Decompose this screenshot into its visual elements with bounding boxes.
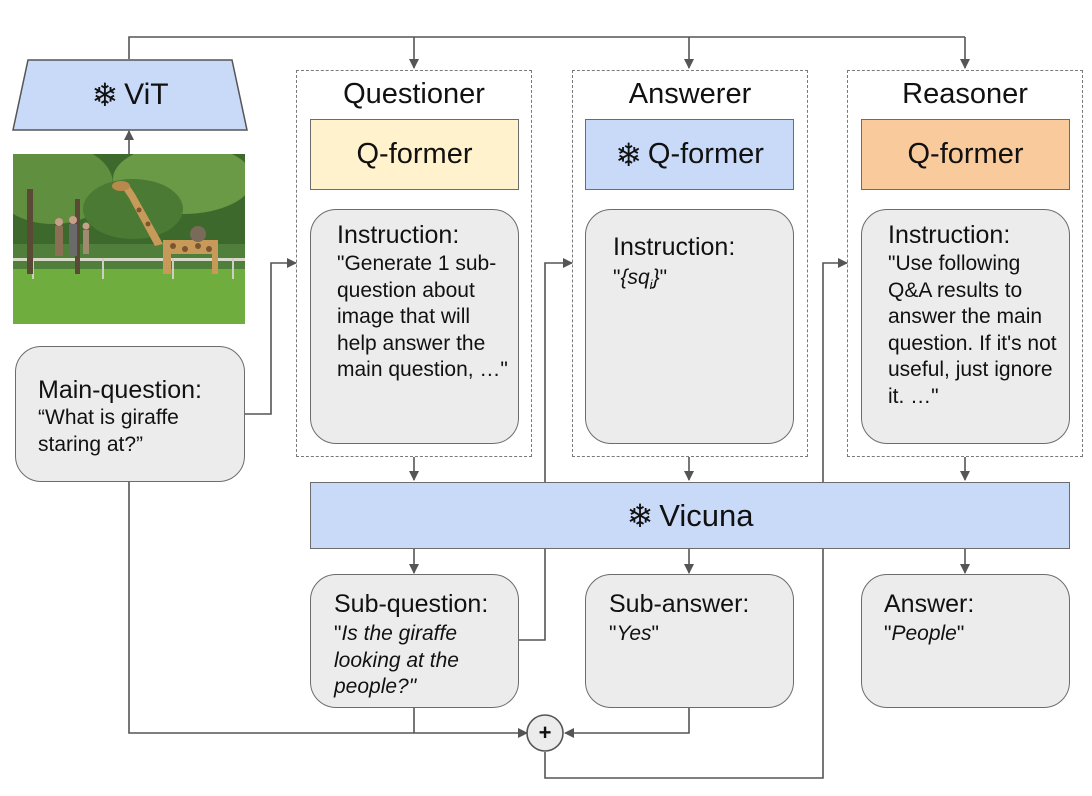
instruction-variable: {sq [620,266,650,289]
quote-open: " [613,266,621,289]
snowflake-icon: ❄ [91,77,119,113]
quote-open: " [884,622,892,645]
arrow-mainq-to-questioner [245,258,297,415]
answer-value: People [891,622,957,645]
answerer-instruction-title: Instruction: [613,233,736,261]
quote-close: " [659,266,668,289]
answerer-qformer-label: Q-former [647,138,764,170]
vicuna-label: Vicuna [659,497,754,533]
reasoner-title: Reasoner [902,78,1028,110]
questioner-qformer: Q-former [310,119,519,190]
sum-node-label: + [538,720,552,745]
vit-block [12,59,248,131]
quote-open: " [334,622,342,645]
reasoner-module [847,70,1083,457]
instruction-variable-subscript: i [649,277,653,293]
answerer-title: Answerer [628,78,752,110]
vit-label: ViT [124,78,169,111]
vit-label-wrap: ❄ ViT [12,59,248,131]
arrow-subq-to-answerer [519,258,573,641]
answerer-module [572,70,808,457]
answerer-instruction-card: Instruction: "{sqi}" [585,209,794,444]
main-question-title: Main-question: [38,376,202,404]
quote-close: " [956,622,965,645]
answer-title: Answer: [884,590,975,618]
sub-question-value: Is the giraffe looking at the people? [334,622,459,698]
quote-open: " [609,622,617,645]
sum-node-circle [526,714,564,752]
arrow-mainq-to-sum [128,482,528,738]
sub-question-text: "Is the giraffe looking at the people?" [334,621,504,701]
sub-question-title: Sub-question: [334,590,489,618]
instruction-brace-close: } [652,266,660,289]
sub-question-card: Sub-question: "Is the giraffe looking at… [310,574,519,708]
arrow-suba-to-sum [564,708,690,738]
main-question-text: “What is giraffe staring at?” [38,406,179,456]
vit-output-line [128,36,965,59]
snowflake-icon: ❄ [626,497,654,534]
questioner-qformer-label: Q-former [356,138,473,170]
sub-answer-title: Sub-answer: [609,590,750,618]
questioner-title: Questioner [343,78,485,110]
giraffe-photo [13,154,245,324]
answerer-instruction-text: "{sqi}" [613,265,667,299]
sub-answer-value: Yes [616,622,652,645]
questioner-instruction-title: Instruction: [337,221,460,249]
quote-close: " [651,622,659,645]
snowflake-icon: ❄ [615,136,642,173]
reasoner-instruction-card: Instruction: "Use following Q&A results … [861,209,1070,444]
answer-text: "People" [884,621,964,648]
answerer-qformer: ❄ Q-former [585,119,794,190]
vicuna-block: ❄ Vicuna [310,482,1070,549]
answer-card: Answer: "People" [861,574,1070,708]
reasoner-instruction-title: Instruction: [888,221,1011,249]
reasoner-qformer: Q-former [861,119,1070,190]
sub-answer-card: Sub-answer: "Yes" [585,574,794,708]
reasoner-qformer-label: Q-former [907,138,1024,170]
reasoner-instruction-text: "Use following Q&A results to answer the… [888,252,1057,408]
main-question-card: Main-question: “What is giraffe staring … [15,346,245,482]
questioner-instruction-card: Instruction: "Generate 1 sub-question ab… [310,209,519,444]
quote-close: " [408,675,417,698]
questioner-module [296,70,532,457]
sub-answer-text: "Yes" [609,621,659,648]
questioner-instruction-text: "Generate 1 sub-question about image tha… [337,252,508,381]
arrow-sum-to-reasoner [544,258,848,779]
